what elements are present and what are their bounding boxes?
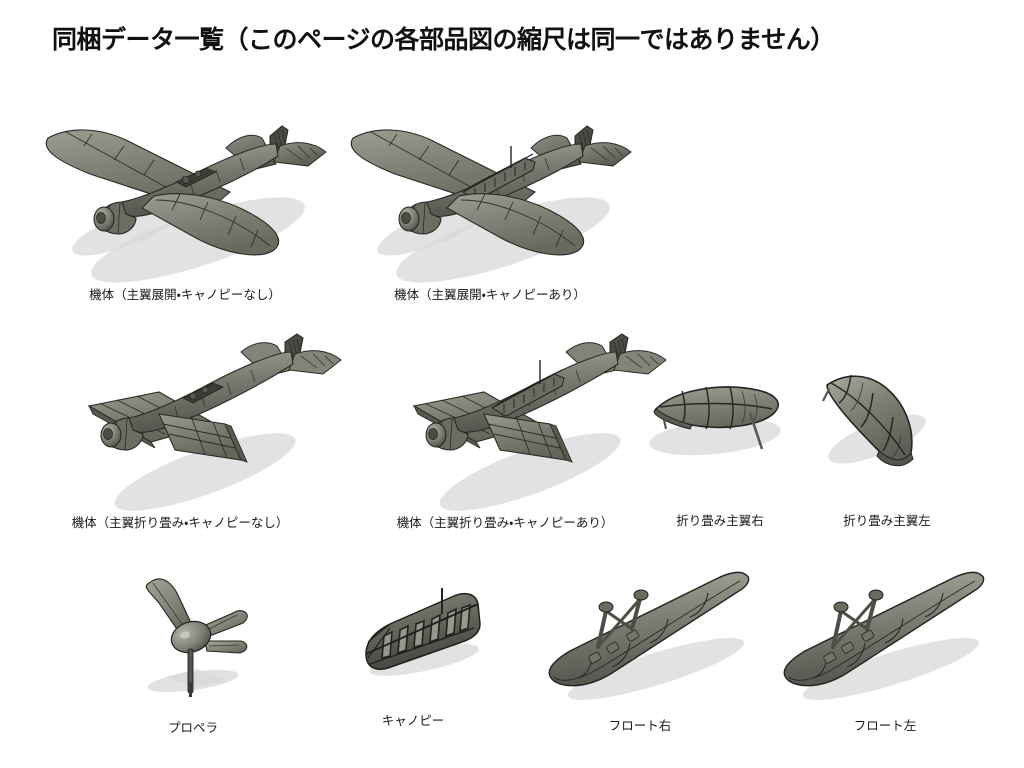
cockpit-seat bbox=[182, 176, 190, 184]
aircraft-3d-render bbox=[350, 125, 632, 283]
cockpit-seat bbox=[194, 170, 202, 178]
part-cell-airframe-wings-spread-no-canopy: 機体（主翼展開・キャノピーなし） bbox=[30, 88, 340, 302]
part-cell-airframe-wings-folded-no-canopy: 機体（主翼折り畳み・キャノピーなし） bbox=[55, 330, 355, 530]
right-stabilizer bbox=[288, 350, 342, 375]
float-chine bbox=[788, 580, 976, 681]
float-pontoon-3d-render bbox=[783, 571, 985, 700]
part-cell-folded-wing-right: 折り畳み主翼右 bbox=[630, 365, 810, 530]
part-cell-airframe-wings-spread-with-canopy: 機体（主翼展開・キャノピーあり） bbox=[335, 88, 645, 302]
wing-support-strut bbox=[748, 412, 764, 450]
right-stabilizer bbox=[578, 142, 632, 167]
part-cell-airframe-wings-folded-with-canopy: 機体（主翼折り畳み・キャノピーあり） bbox=[380, 330, 680, 530]
right-wing bbox=[141, 193, 280, 256]
wing-root-face bbox=[653, 408, 693, 430]
caption-airframe-wings-folded-with-canopy: 機体（主翼折り畳み・キャノピーあり） bbox=[396, 516, 614, 530]
float-pontoon-3d-render bbox=[548, 571, 750, 700]
right-wing-fold-face bbox=[549, 423, 573, 463]
float-strut-assembly bbox=[596, 589, 649, 649]
prop-hub bbox=[428, 428, 438, 440]
cockpit-seat bbox=[201, 386, 209, 394]
caption-canopy: キャノピー bbox=[381, 714, 445, 728]
aircraft-3d-render bbox=[45, 125, 327, 283]
float-strut-assembly bbox=[831, 589, 884, 649]
caption-airframe-wings-folded-no-canopy: 機体（主翼折り畳み・キャノピーなし） bbox=[71, 516, 289, 530]
wing-root-face bbox=[876, 450, 914, 467]
prop-hub bbox=[96, 212, 106, 224]
prop-hub bbox=[103, 428, 113, 440]
float-deck-hatch bbox=[588, 629, 640, 664]
float-chine bbox=[553, 580, 741, 681]
right-wing-stub bbox=[158, 413, 242, 461]
caption-propeller: プロペラ bbox=[167, 721, 219, 735]
wing-support-strut bbox=[662, 419, 668, 430]
caption-folded-wing-right: 折り畳み主翼右 bbox=[676, 514, 764, 528]
prop-hub bbox=[401, 212, 411, 224]
aircraft-folded-3d-render bbox=[412, 333, 667, 511]
page-title: 同梱データ一覧（このページの各部品図の縮尺は同一ではありません） bbox=[52, 26, 835, 54]
part-cell-float-left: フロート左 bbox=[775, 565, 990, 733]
caption-airframe-wings-spread-with-canopy: 機体（主翼展開・キャノピーあり） bbox=[394, 288, 586, 302]
aircraft-folded-3d-render bbox=[87, 333, 342, 511]
spinner-highlight bbox=[180, 631, 190, 639]
right-wing-stub bbox=[483, 413, 567, 461]
propeller-blade bbox=[204, 640, 248, 654]
part-cell-float-right: フロート右 bbox=[540, 565, 755, 733]
canopy-frame-3d-render bbox=[365, 588, 481, 676]
propeller-3d-render bbox=[145, 578, 248, 697]
wing-panel-3d-render bbox=[649, 386, 781, 456]
cockpit-seat bbox=[189, 392, 197, 400]
right-stabilizer bbox=[273, 142, 327, 167]
caption-folded-wing-left: 折り畳み主翼左 bbox=[843, 514, 931, 528]
part-cell-folded-wing-left: 折り畳み主翼左 bbox=[805, 355, 980, 530]
canopy-assembly bbox=[491, 360, 565, 417]
caption-float-right: フロート右 bbox=[608, 719, 672, 733]
propeller-spinner bbox=[170, 620, 212, 654]
caption-airframe-wings-spread-no-canopy: 機体（主翼展開・キャノピーなし） bbox=[89, 288, 281, 302]
float-deck-hatch bbox=[823, 629, 875, 664]
right-wing bbox=[446, 193, 585, 256]
shaft-tip bbox=[189, 683, 192, 697]
part-cell-canopy: キャノピー bbox=[350, 580, 500, 730]
canopy-assembly bbox=[462, 146, 536, 201]
wing-support-strut bbox=[822, 388, 830, 402]
caption-float-left: フロート左 bbox=[853, 719, 917, 733]
wing-panel-3d-render bbox=[822, 374, 926, 467]
right-wing-fold-face bbox=[224, 423, 248, 463]
part-cell-propeller: プロペラ bbox=[125, 565, 270, 735]
